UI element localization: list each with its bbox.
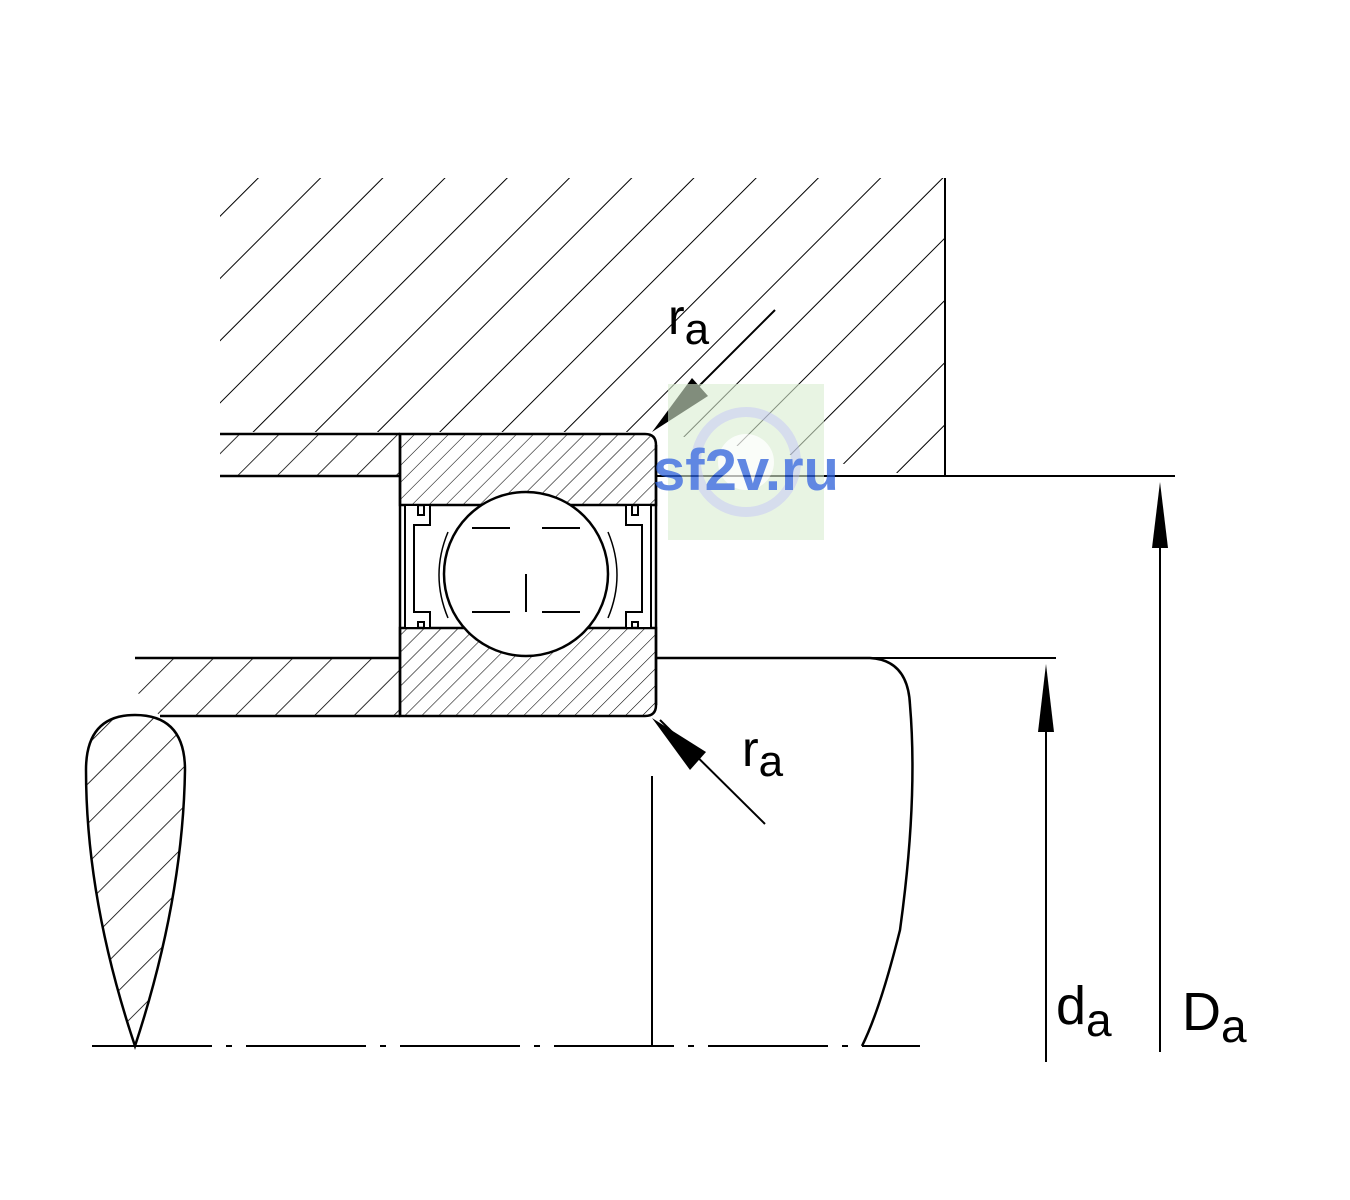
ball-center-mark xyxy=(472,527,580,613)
ra-bottom-label: ra xyxy=(742,721,784,786)
bearing-inner-ring xyxy=(398,626,658,718)
ra-top-label: ra xyxy=(668,289,710,354)
housing xyxy=(220,178,946,476)
watermark-bearing-icon xyxy=(691,407,801,517)
shaft-break-section xyxy=(84,713,187,1050)
da-dimension-arrow xyxy=(1038,664,1054,1062)
shaft-shoulder xyxy=(656,656,914,1047)
watermark-text: sf2v.ru xyxy=(653,438,839,503)
housing-spacer xyxy=(220,432,400,478)
da-label: da xyxy=(1056,976,1112,1046)
seal-left xyxy=(404,504,431,629)
cage-left xyxy=(438,531,449,619)
cage-right xyxy=(607,531,618,619)
Da-label: Da xyxy=(1182,982,1247,1052)
shaft-spacer xyxy=(135,656,400,718)
ra-bottom-callout xyxy=(652,718,766,825)
seal-right xyxy=(625,504,652,629)
Da-dimension-arrow xyxy=(1152,482,1168,1052)
watermark: sf2v.ru xyxy=(653,384,839,540)
